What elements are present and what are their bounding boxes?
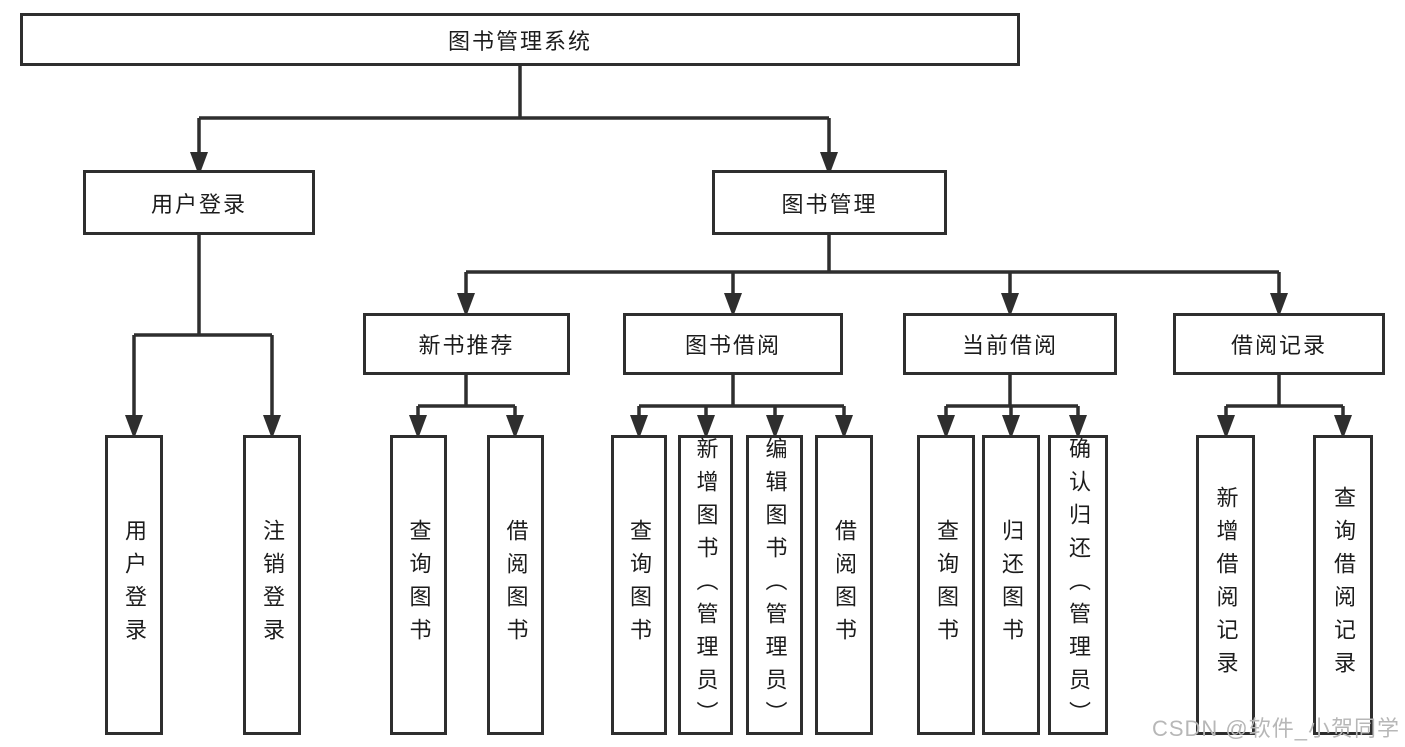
node-root-system-label: 图书管理系统 [447, 28, 592, 54]
leaf-add-borrow-record-label: 新增借阅记录 [1213, 486, 1239, 684]
node-borrow-records: 借阅记录 [1173, 313, 1385, 375]
leaf-logout-label: 注销登录 [260, 519, 285, 651]
leaf-add-books-admin-label: 新增图书（管理员） [693, 436, 719, 734]
csdn-watermark: CSDN @软件_小贺同学 [1151, 716, 1400, 741]
leaf-recommend-query-books-label: 查询图书 [406, 519, 432, 651]
leaf-recommend-borrow-books-label: 借阅图书 [503, 519, 529, 651]
leaf-borrow-query-books-label: 查询图书 [627, 519, 652, 651]
node-book-management-label: 图书管理 [781, 191, 878, 217]
leaf-add-borrow-record: 新增借阅记录 [1196, 435, 1255, 735]
leaf-edit-books-admin-label: 编辑图书（管理员） [762, 436, 788, 734]
leaf-logout: 注销登录 [243, 435, 301, 735]
leaf-current-query-books-label: 查询图书 [934, 519, 959, 651]
leaf-recommend-borrow-books: 借阅图书 [487, 435, 544, 735]
node-current-borrow: 当前借阅 [903, 313, 1117, 375]
node-book-borrow: 图书借阅 [623, 313, 843, 375]
leaf-current-query-books: 查询图书 [917, 435, 975, 735]
node-new-book-recommend-label: 新书推荐 [418, 333, 515, 358]
leaf-add-books-admin: 新增图书（管理员） [678, 435, 733, 735]
leaf-return-books: 归还图书 [982, 435, 1040, 735]
leaf-user-login-label: 用户登录 [122, 519, 147, 651]
node-new-book-recommend: 新书推荐 [363, 313, 570, 375]
leaf-query-borrow-record-label: 查询借阅记录 [1331, 486, 1356, 684]
leaf-edit-books-admin: 编辑图书（管理员） [746, 435, 803, 735]
leaf-confirm-return-admin: 确认归还（管理员） [1048, 435, 1108, 735]
leaf-return-books-label: 归还图书 [999, 519, 1024, 651]
leaf-recommend-query-books: 查询图书 [390, 435, 447, 735]
node-book-borrow-label: 图书借阅 [684, 333, 781, 358]
node-user-login-label: 用户登录 [150, 191, 247, 217]
leaf-borrow-books-label: 借阅图书 [832, 519, 857, 651]
node-book-management: 图书管理 [712, 170, 947, 235]
leaf-user-login: 用户登录 [105, 435, 163, 735]
node-current-borrow-label: 当前借阅 [961, 333, 1058, 358]
leaf-borrow-books: 借阅图书 [815, 435, 873, 735]
node-user-login: 用户登录 [83, 170, 315, 235]
leaf-confirm-return-admin-label: 确认归还（管理员） [1066, 436, 1091, 734]
leaf-borrow-query-books: 查询图书 [611, 435, 667, 735]
node-root-system: 图书管理系统 [20, 13, 1020, 66]
node-borrow-records-label: 借阅记录 [1230, 333, 1327, 358]
leaf-query-borrow-record: 查询借阅记录 [1313, 435, 1373, 735]
